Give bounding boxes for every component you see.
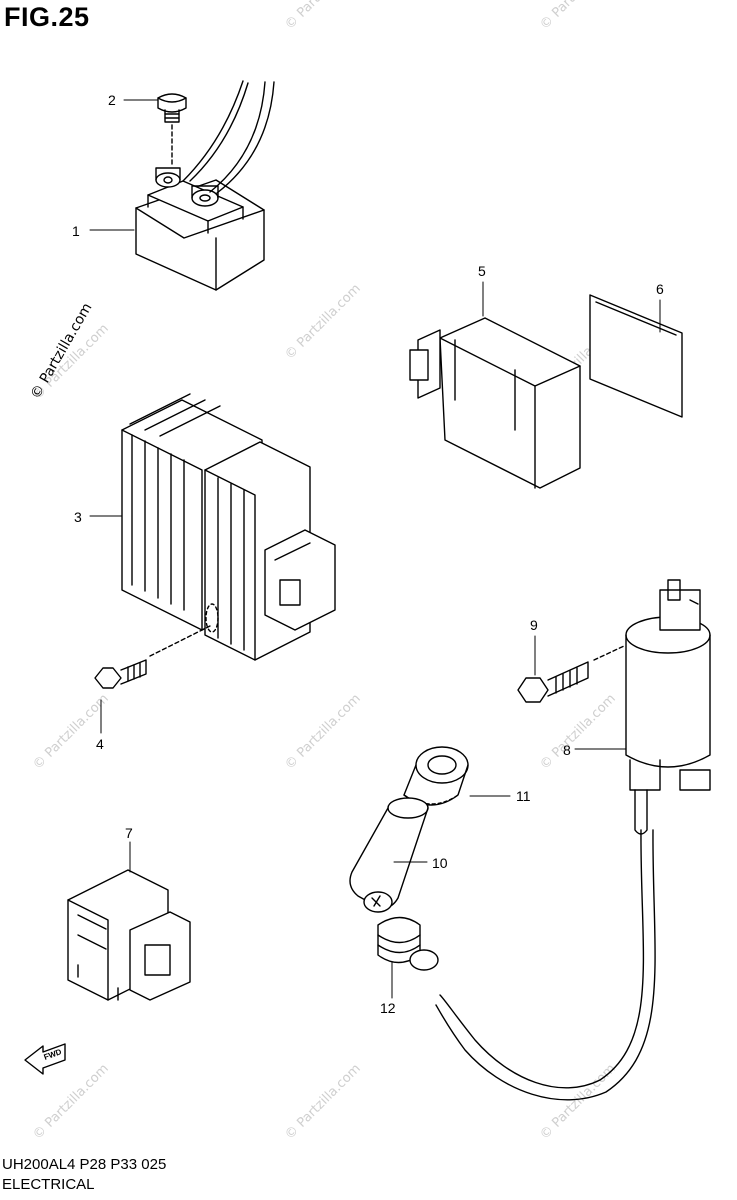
leader-lines [89,99,661,999]
part-7-connector [67,869,191,1001]
footer-section: ELECTRICAL [2,1176,95,1193]
footer-code: UH200AL4 P28 P33 025 [2,1156,167,1173]
callout-labels: 1 2 3 4 5 6 7 8 9 10 11 12 [72,92,664,1016]
callout-11: 11 [516,788,531,804]
watermark: © Partzilla.com [537,0,619,33]
part-2-bolt [157,93,187,123]
callout-5: 5 [478,263,486,279]
part-9-bolt [517,645,625,703]
part-4-bolt [94,625,211,689]
watermark: © Partzilla.com [282,1061,364,1143]
part-1-relay [135,80,275,291]
callout-9: 9 [530,617,538,633]
fwd-arrow [24,1043,66,1075]
footer: UH200AL4 P28 P33 025 ELECTRICAL [2,1155,166,1195]
figure-title: FIG.25 [4,2,90,32]
part-6-pad [589,294,683,418]
callout-7: 7 [125,825,133,841]
callout-10: 10 [432,855,448,871]
part-3-regulator [121,393,336,661]
callout-3: 3 [74,509,82,525]
callout-1: 1 [72,223,80,239]
watermark: © Partzilla.com [537,1061,619,1143]
callout-12: 12 [380,1000,396,1016]
callout-6: 6 [656,281,664,297]
part-11-plug-boot [403,746,469,806]
watermark: © Partzilla.com [30,691,112,773]
part-5-cdi [409,317,581,489]
callout-8: 8 [563,742,571,758]
watermark: © Partzilla.com [282,691,364,773]
part-10-plug-cap [349,797,429,913]
watermark: © Partzilla.com [537,691,619,773]
part-8-ignition-coil [435,579,711,1101]
part-12-seal [377,916,439,971]
watermark: © Partzilla.com [282,0,364,33]
watermark: © Partzilla.com [282,281,364,363]
callout-2: 2 [108,92,116,108]
callout-4: 4 [96,736,104,752]
